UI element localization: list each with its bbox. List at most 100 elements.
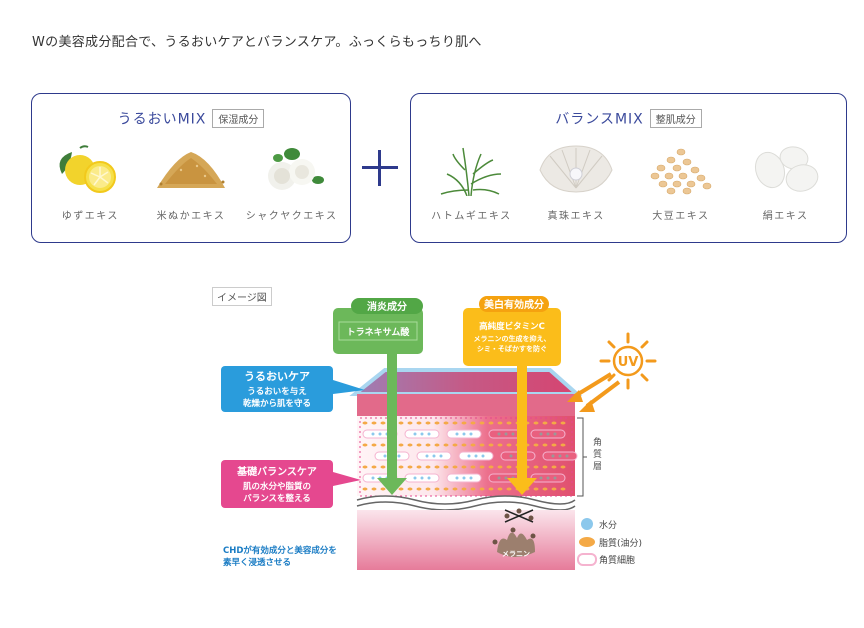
lipid-dot <box>416 443 422 447</box>
lipid-dot <box>506 443 512 447</box>
soybean-icon <box>650 148 712 195</box>
melanin-icon <box>497 532 535 557</box>
water-dot <box>427 476 431 480</box>
lipid-dot <box>443 465 449 469</box>
lipid-dot <box>407 487 413 491</box>
lipid-dot <box>416 465 422 469</box>
ingredient-item: 真珠エキス <box>531 144 621 222</box>
lipid-dot <box>362 487 368 491</box>
lipid-dot <box>470 465 476 469</box>
lipid-dot <box>488 421 494 425</box>
lipid-dot <box>533 421 539 425</box>
lipid-dot <box>497 487 503 491</box>
whitening-desc-2: シミ・そばかすを防ぐ <box>477 344 547 353</box>
water-dot <box>558 454 562 458</box>
lipid-dot <box>497 421 503 425</box>
lipid-dot <box>398 421 404 425</box>
lipid-dot <box>398 487 404 491</box>
lipid-dot <box>452 465 458 469</box>
water-dot <box>481 454 485 458</box>
lipid-dot <box>434 487 440 491</box>
lipid-dot <box>452 421 458 425</box>
moisture-care-line2: 乾燥から肌を守る <box>243 398 311 409</box>
legend-lipid-swatch <box>579 537 595 547</box>
plus-icon <box>362 150 398 186</box>
anti-inflammatory-ingredient: トラネキサム酸 <box>347 326 411 338</box>
lipid-dot <box>407 465 413 469</box>
lipid-dot <box>452 443 458 447</box>
lipid-dot <box>488 487 494 491</box>
whitening-box <box>463 308 561 366</box>
melanin-label: メラニン <box>502 550 530 558</box>
moisture-mix-title: うるおいMIX <box>117 111 207 128</box>
lipid-dot <box>362 465 368 469</box>
yuzu-icon <box>59 145 117 193</box>
lipid-dot <box>479 421 485 425</box>
water-dot <box>511 432 515 436</box>
lipid-dot <box>533 465 539 469</box>
lipid-dot <box>371 487 377 491</box>
lipid-dot <box>380 487 386 491</box>
lipid-dot <box>452 487 458 491</box>
lipid-dot <box>560 465 566 469</box>
stratum-label-3: 層 <box>593 461 602 472</box>
water-dot <box>432 454 436 458</box>
lipid-dot <box>425 465 431 469</box>
water-dot <box>413 476 417 480</box>
lipid-dot <box>416 487 422 491</box>
water-dot <box>469 476 473 480</box>
moisture-care-pointer <box>333 380 365 394</box>
ingredient-item: ゆずエキス <box>45 144 135 222</box>
ingredient-label: ゆずエキス <box>61 211 119 222</box>
uv-rays <box>567 372 621 412</box>
lipid-dot <box>488 443 494 447</box>
water-dot <box>565 454 569 458</box>
ingredient-label: 大豆エキス <box>652 211 710 222</box>
lipid-dot <box>398 465 404 469</box>
anti-inflammatory-ingredient-frame <box>338 321 418 341</box>
water-dot <box>371 432 375 436</box>
lipid-dot <box>542 443 548 447</box>
water-dot <box>462 476 466 480</box>
legend-lipid-label: 脂質(油分) <box>599 537 642 549</box>
lipid-dot <box>407 443 413 447</box>
balance-mix-tag: 整肌成分 <box>649 109 702 128</box>
whitening-ingredient: 高純度ビタミンC <box>479 321 545 332</box>
lipid-dot <box>434 443 440 447</box>
lipid-dot <box>398 443 404 447</box>
skin-diagram: メラニン 角 質 層 消炎成分 トラネキサム酸 美白有効成分 高純度ビタミンC … <box>221 296 657 570</box>
whitening-title-pill <box>479 296 549 312</box>
layer-break-line <box>356 495 576 505</box>
ingredient-item: シャクヤクエキス <box>245 144 338 222</box>
water-dot <box>420 432 424 436</box>
lipid-dot <box>551 443 557 447</box>
legend: 水分 脂質(油分) 角質細胞 <box>577 518 642 566</box>
ingredient-item: 米ぬかエキス <box>146 144 236 222</box>
lipid-dot <box>461 487 467 491</box>
lipid-dot <box>551 421 557 425</box>
uv-label: UV <box>618 355 639 370</box>
lipid-dot <box>371 421 377 425</box>
lipid-dot <box>551 465 557 469</box>
lipid-dot <box>551 487 557 491</box>
ingredient-item: ハトムギエキス <box>426 144 516 222</box>
legend-water-swatch <box>581 518 593 530</box>
legend-cell-label: 角質細胞 <box>599 554 635 566</box>
lipid-dot <box>470 487 476 491</box>
ingredient-label: シャクヤクエキス <box>245 211 338 222</box>
balance-care-line2: バランスを整える <box>243 493 311 504</box>
ingredient-label: 真珠エキス <box>547 211 605 222</box>
ingredient-label: 絹エキス <box>762 211 809 222</box>
water-dot <box>546 432 550 436</box>
lipid-dot <box>533 443 539 447</box>
lipid-dot <box>479 465 485 469</box>
job-tears-icon <box>441 147 502 196</box>
water-dot <box>455 476 459 480</box>
pearl-shell-icon <box>539 145 613 193</box>
lipid-dot <box>380 465 386 469</box>
rice-bran-icon <box>156 152 225 188</box>
water-dot <box>504 432 508 436</box>
yellow-arrow-shaft <box>517 366 527 480</box>
stratum-label-2: 質 <box>593 448 602 460</box>
lipid-dot <box>470 421 476 425</box>
